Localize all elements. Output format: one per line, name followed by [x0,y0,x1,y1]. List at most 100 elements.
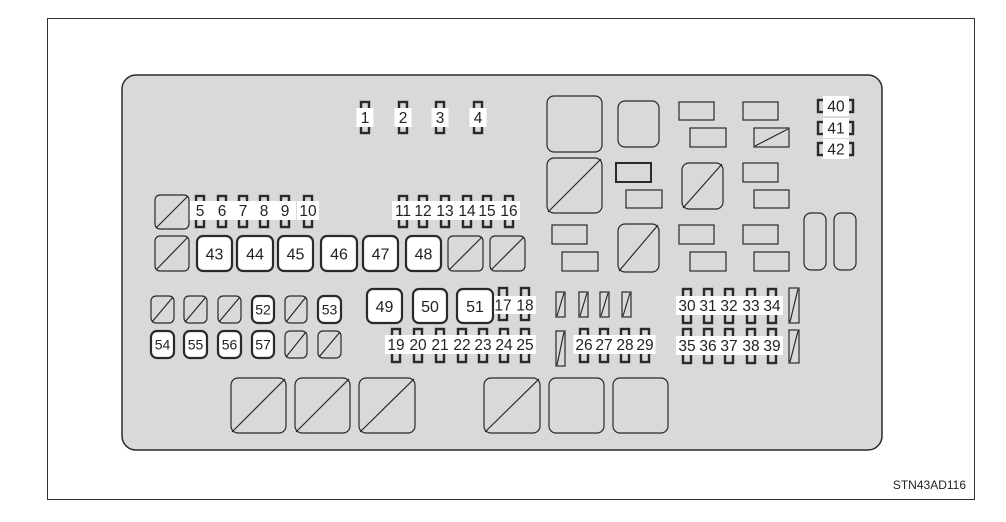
fuse-label: 24 [495,337,513,354]
fuse-label: 40 [827,99,845,116]
relay-slot [183,295,208,324]
fuse-10: 10 [297,194,319,229]
relay-54: 54 [149,329,176,360]
fuse-34: 34 [761,287,783,325]
relay-slot [546,157,603,214]
relay-slot [483,377,541,434]
relay-slot [617,100,660,148]
relay-52: 52 [250,294,276,325]
fuse-14: 14 [456,194,478,229]
fuse-label: 6 [218,203,227,220]
relay-slot [489,235,526,272]
figure-code: STN43AD116 [892,478,966,492]
fuse-33: 33 [740,287,762,325]
fuse-label: 5 [196,203,205,220]
relay-slot [555,330,566,367]
relay-slot [548,377,605,434]
relay-slot [154,194,190,230]
relay-slot-small [742,162,779,183]
relay-45: 45 [276,234,315,273]
fuse-label: 17 [494,298,511,315]
fuse-label: 20 [409,337,427,354]
relay-slot-small [561,251,599,272]
relay-slot-small [678,101,715,121]
fuse-label: 12 [414,203,431,220]
fuse-11: 11 [392,194,414,229]
fuse-label: 41 [827,121,844,138]
relay-label: 46 [330,246,348,263]
fuse-15: 15 [476,194,498,229]
fuse-22: 22 [451,327,473,364]
relay-slot [555,291,566,318]
fuse-37: 37 [718,327,740,365]
relay-49: 49 [365,287,404,325]
relay-slot-small [625,189,663,209]
fuse-label: 32 [720,298,737,315]
fuse-label: 25 [516,337,533,354]
relay-47: 47 [361,234,400,273]
fuse-28: 28 [614,327,636,364]
relay-51: 51 [455,287,495,325]
fuse-label: 26 [575,337,592,354]
fuse-label: 31 [699,298,716,315]
fuse-label: 38 [742,338,759,355]
relay-slot [447,235,484,272]
fuse-35: 35 [676,327,698,365]
relay-label: 48 [415,246,433,263]
relay-slot [546,95,603,153]
relay-label: 44 [246,246,264,263]
fuse-13: 13 [434,194,456,229]
relay-label: 53 [322,302,338,318]
relay-slot-small [689,127,727,148]
fuse-38: 38 [740,327,762,365]
fuse-label: 18 [516,298,533,315]
fuse-4: 4 [469,100,487,135]
fuse-32: 32 [718,287,740,325]
fuse-label: 29 [636,337,653,354]
fuse-label: 23 [474,337,491,354]
fuse-label: 39 [763,338,780,355]
fuse-12: 12 [412,194,434,229]
fuse-30: 30 [676,287,698,325]
relay-43: 43 [195,234,234,273]
relay-slot-small [742,224,779,245]
relay-57: 57 [250,329,276,360]
relay-label: 51 [466,299,484,316]
fuse-9: 9 [274,194,296,229]
relay-slot [154,235,190,272]
relay-slot [617,223,660,273]
relay-slot-small [678,224,715,245]
fuse-21: 21 [429,327,451,364]
fuse-label: 3 [436,110,445,127]
relay-55: 55 [182,329,209,360]
fuse-label: 37 [720,338,737,355]
fuse-label: 33 [742,298,759,315]
relay-slot [681,162,724,210]
fuse-label: 8 [260,203,269,220]
fuse-27: 27 [593,327,615,364]
fuse-42: 42 [816,139,855,159]
fuse-39: 39 [761,327,783,365]
relay-slot-small [551,224,588,245]
fuse-29: 29 [634,327,656,364]
fuse-label: 14 [458,203,476,220]
fuse-label: 22 [453,337,470,354]
fuse-label: 15 [478,203,495,220]
relay-slot-small [689,251,727,272]
fuse-41: 41 [816,118,855,138]
relay-slot [833,212,857,271]
relay-label: 52 [255,302,271,318]
relay-label: 49 [376,299,394,316]
fuse-18: 18 [514,286,536,322]
fuse-25: 25 [514,327,536,364]
relay-slot [217,295,242,324]
relay-label: 55 [188,337,204,353]
relay-label: 57 [255,337,271,353]
fuse-23: 23 [472,327,494,364]
fuse-label: 27 [595,337,612,354]
relay-slot [621,291,632,318]
relay-slot [150,295,175,324]
fuse-label: 11 [395,203,411,220]
relay-slot [803,212,827,271]
fuse-label: 1 [361,110,370,127]
